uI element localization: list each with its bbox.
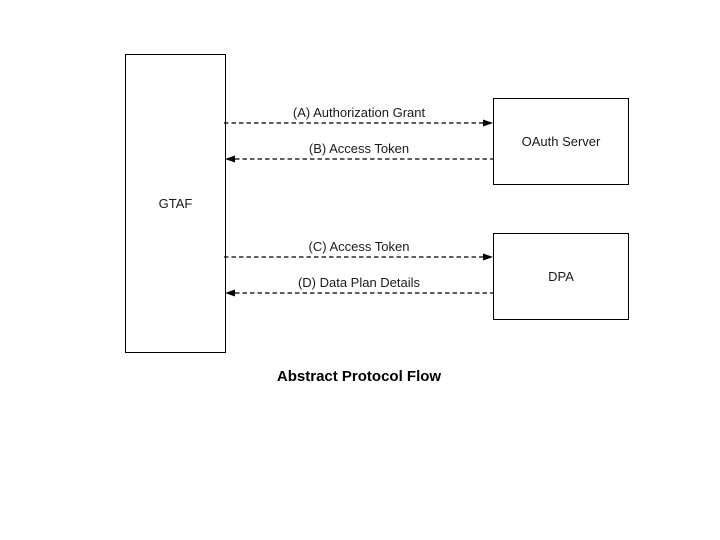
arrow-b-left-icon xyxy=(225,155,494,163)
arrow-c-right-icon xyxy=(224,253,493,261)
node-oauth-server-label: OAuth Server xyxy=(521,134,601,149)
node-dpa: DPA xyxy=(493,233,629,320)
arrow-a-label: (A) Authorization Grant xyxy=(292,105,426,120)
node-gtaf: GTAF xyxy=(125,54,226,353)
arrow-b-label: (B) Access Token xyxy=(308,141,410,156)
arrow-c-label: (C) Access Token xyxy=(308,239,410,254)
node-gtaf-label: GTAF xyxy=(158,196,193,211)
arrow-d-left-icon xyxy=(225,289,494,297)
arrow-a-right-icon xyxy=(224,119,493,127)
node-dpa-label: DPA xyxy=(548,269,574,284)
arrow-d-label: (D) Data Plan Details xyxy=(297,275,421,290)
node-oauth-server: OAuth Server xyxy=(493,98,629,185)
diagram-title: Abstract Protocol Flow xyxy=(276,368,442,385)
